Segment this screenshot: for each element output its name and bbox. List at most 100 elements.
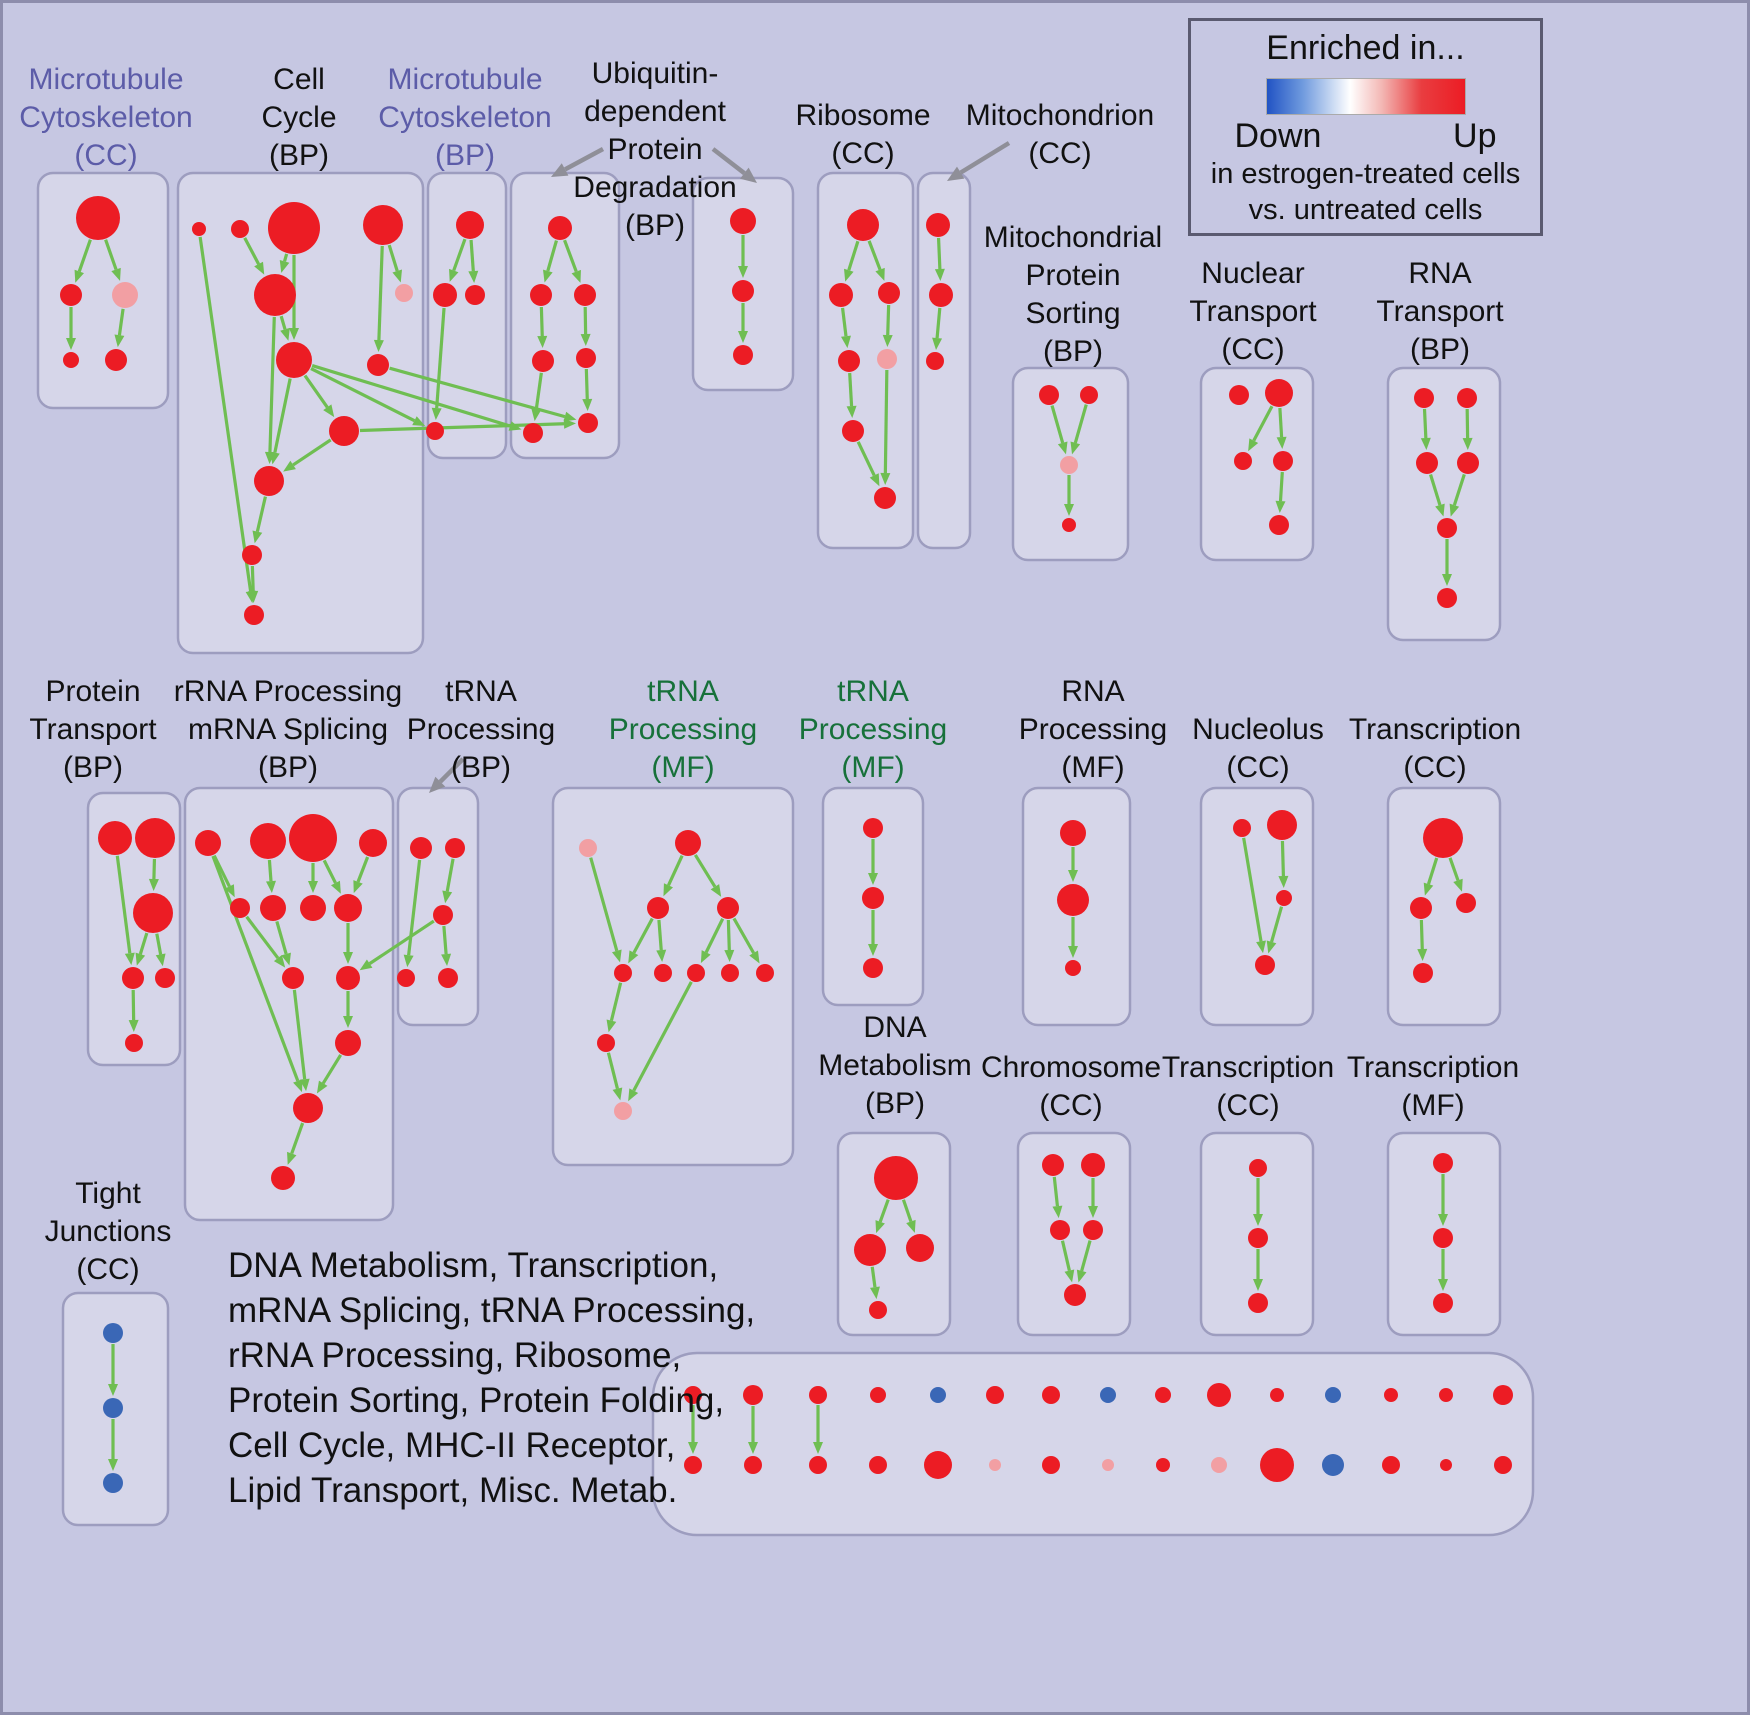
go-term-node[interactable] (1382, 1456, 1400, 1474)
go-term-node[interactable] (1384, 1388, 1398, 1402)
go-term-node[interactable] (733, 345, 753, 365)
go-term-node[interactable] (1260, 1448, 1294, 1482)
go-term-node[interactable] (1255, 955, 1275, 975)
go-term-node[interactable] (397, 969, 415, 987)
go-term-node[interactable] (1211, 1457, 1227, 1473)
go-term-node[interactable] (1494, 1456, 1512, 1474)
go-term-node[interactable] (1322, 1454, 1344, 1476)
go-term-node[interactable] (1229, 385, 1249, 405)
go-term-node[interactable] (1437, 588, 1457, 608)
go-term-node[interactable] (367, 354, 389, 376)
go-term-node[interactable] (906, 1234, 934, 1262)
go-term-node[interactable] (1081, 1153, 1105, 1177)
go-term-node[interactable] (433, 283, 457, 307)
go-term-node[interactable] (195, 830, 221, 856)
go-term-node[interactable] (863, 818, 883, 838)
go-term-node[interactable] (133, 893, 173, 933)
go-term-node[interactable] (1057, 884, 1089, 916)
go-term-node[interactable] (1156, 1458, 1170, 1472)
go-term-node[interactable] (1493, 1385, 1513, 1405)
go-term-node[interactable] (1456, 893, 1476, 913)
go-term-node[interactable] (1276, 890, 1292, 906)
go-term-node[interactable] (1439, 1388, 1453, 1402)
go-term-node[interactable] (465, 285, 485, 305)
go-term-node[interactable] (1050, 1220, 1070, 1240)
go-term-node[interactable] (1265, 379, 1293, 407)
go-term-node[interactable] (597, 1034, 615, 1052)
go-term-node[interactable] (1457, 452, 1479, 474)
go-term-node[interactable] (930, 1387, 946, 1403)
go-term-node[interactable] (289, 814, 337, 862)
go-term-node[interactable] (1042, 1386, 1060, 1404)
go-term-node[interactable] (730, 208, 756, 234)
go-term-node[interactable] (756, 964, 774, 982)
go-term-node[interactable] (862, 887, 884, 909)
go-term-node[interactable] (359, 829, 387, 857)
go-term-node[interactable] (282, 967, 304, 989)
go-term-node[interactable] (1433, 1293, 1453, 1313)
go-term-node[interactable] (445, 838, 465, 858)
go-term-node[interactable] (1423, 818, 1463, 858)
go-term-node[interactable] (433, 905, 453, 925)
go-term-node[interactable] (192, 222, 206, 236)
go-term-node[interactable] (870, 1387, 886, 1403)
go-term-node[interactable] (1325, 1387, 1341, 1403)
go-term-node[interactable] (125, 1034, 143, 1052)
go-term-node[interactable] (1267, 810, 1297, 840)
go-term-node[interactable] (395, 284, 413, 302)
go-term-node[interactable] (878, 282, 900, 304)
go-term-node[interactable] (614, 1102, 632, 1120)
go-term-node[interactable] (456, 211, 484, 239)
go-term-node[interactable] (105, 349, 127, 371)
go-term-node[interactable] (1234, 452, 1252, 470)
go-term-node[interactable] (721, 964, 739, 982)
go-term-node[interactable] (135, 818, 175, 858)
go-term-node[interactable] (874, 1156, 918, 1200)
go-term-node[interactable] (744, 1456, 762, 1474)
go-term-node[interactable] (687, 964, 705, 982)
go-term-node[interactable] (1248, 1228, 1268, 1248)
go-term-node[interactable] (869, 1456, 887, 1474)
go-term-node[interactable] (335, 1030, 361, 1056)
go-term-node[interactable] (293, 1093, 323, 1123)
go-term-node[interactable] (530, 284, 552, 306)
go-term-node[interactable] (684, 1386, 702, 1404)
go-term-node[interactable] (1062, 518, 1076, 532)
go-term-node[interactable] (1080, 386, 1098, 404)
go-term-node[interactable] (76, 196, 120, 240)
go-term-node[interactable] (1065, 960, 1081, 976)
go-term-node[interactable] (1457, 388, 1477, 408)
go-term-node[interactable] (155, 968, 175, 988)
go-term-node[interactable] (614, 964, 632, 982)
go-term-node[interactable] (1413, 963, 1433, 983)
go-term-node[interactable] (250, 823, 286, 859)
go-term-node[interactable] (300, 895, 326, 921)
go-term-node[interactable] (1416, 452, 1438, 474)
go-term-node[interactable] (869, 1301, 887, 1319)
go-term-node[interactable] (244, 605, 264, 625)
go-term-node[interactable] (122, 967, 144, 989)
go-term-node[interactable] (1433, 1228, 1453, 1248)
go-term-node[interactable] (863, 958, 883, 978)
go-term-node[interactable] (1440, 1459, 1452, 1471)
go-term-node[interactable] (929, 283, 953, 307)
go-term-node[interactable] (809, 1386, 827, 1404)
go-term-node[interactable] (1060, 456, 1078, 474)
go-term-node[interactable] (647, 897, 669, 919)
go-term-node[interactable] (523, 423, 543, 443)
go-term-node[interactable] (230, 898, 250, 918)
go-term-node[interactable] (60, 284, 82, 306)
go-term-node[interactable] (717, 897, 739, 919)
go-term-node[interactable] (268, 202, 320, 254)
go-term-node[interactable] (363, 205, 403, 245)
go-term-node[interactable] (989, 1459, 1001, 1471)
go-term-node[interactable] (103, 1398, 123, 1418)
go-term-node[interactable] (336, 966, 360, 990)
go-term-node[interactable] (578, 413, 598, 433)
go-term-node[interactable] (654, 964, 672, 982)
go-term-node[interactable] (1083, 1220, 1103, 1240)
go-term-node[interactable] (103, 1323, 123, 1343)
go-term-node[interactable] (98, 821, 132, 855)
go-term-node[interactable] (532, 350, 554, 372)
go-term-node[interactable] (231, 220, 249, 238)
